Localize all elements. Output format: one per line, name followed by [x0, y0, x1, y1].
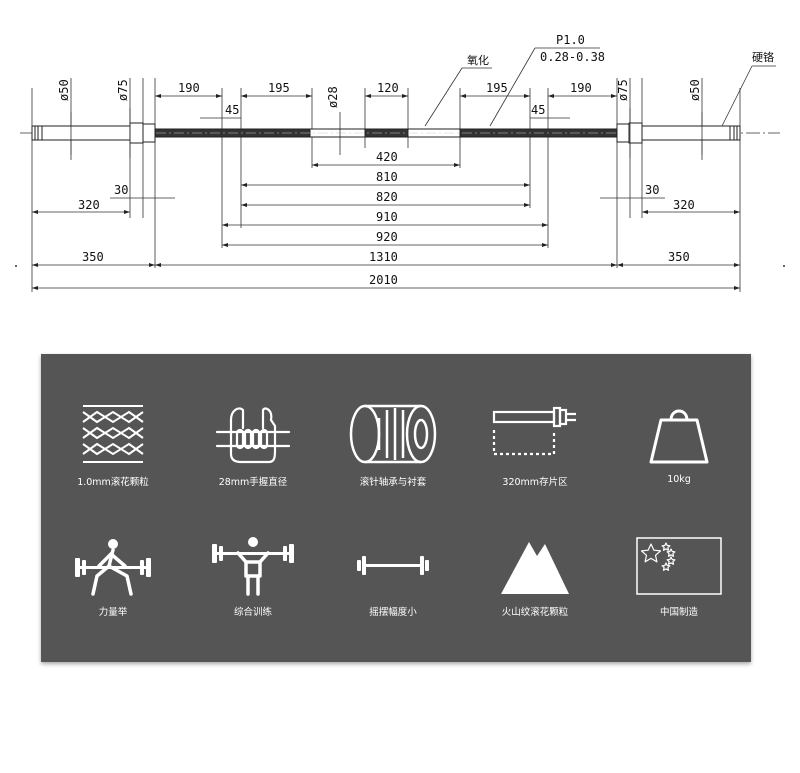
features-panel: 1.0mm滚花颗粒 28mm手握直径 — [41, 354, 751, 662]
feature-label-powerlifting: 力量举 — [98, 607, 128, 618]
dia-50-right: ø50 — [688, 79, 702, 101]
feature-label-sleeve: 320mm存片区 — [502, 477, 568, 488]
dim-30-left: 30 — [114, 183, 128, 197]
feature-label-knurl: 1.0mm滚花颗粒 — [77, 477, 149, 488]
leader-lines — [424, 47, 776, 127]
note-hard-chrome: 硬铬 — [752, 50, 774, 64]
sleeve-icon — [492, 406, 576, 456]
dimension-labels: 190 195 120 195 190 45 45 420 810 820 91… — [57, 33, 774, 287]
whip-icon — [357, 556, 429, 575]
extension-lines — [31, 78, 741, 292]
dim-810: 810 — [376, 170, 398, 184]
dia-28: ø28 — [326, 86, 340, 108]
feature-label-volcano: 火山纹滚花颗粒 — [501, 607, 569, 618]
dim-350-left: 350 — [82, 250, 104, 264]
dim-910: 910 — [376, 210, 398, 224]
barbell-technical-drawing: 190 195 120 195 190 45 45 420 810 820 91… — [15, 33, 785, 292]
feature-label-china: 中国制造 — [659, 607, 698, 618]
feature-whip: 摇摆幅度小 — [323, 536, 463, 618]
dim-120: 120 — [377, 81, 399, 95]
feature-sleeve: 320mm存片区 — [465, 402, 605, 488]
dim-190-right: 190 — [570, 81, 592, 95]
feature-knurl: 1.0mm滚花颗粒 — [43, 402, 183, 488]
grip-icon — [215, 407, 291, 464]
dim-195-left: 195 — [268, 81, 290, 95]
note-plating: 0.28-0.38 — [540, 50, 605, 64]
note-fillet: P1.0 — [556, 33, 585, 47]
dim-45-right: 45 — [531, 103, 545, 117]
dia-75-right: ø75 — [616, 79, 630, 101]
dia-75-left: ø75 — [116, 79, 130, 101]
note-oxidation: 氧化 — [467, 53, 489, 67]
dim-920: 920 — [376, 230, 398, 244]
dimension-lines — [32, 95, 740, 289]
dim-820: 820 — [376, 190, 398, 204]
feature-training: 综合训练 — [183, 536, 323, 618]
dim-45-left: 45 — [225, 103, 239, 117]
bearing-icon — [349, 404, 437, 464]
dim-195-right: 195 — [486, 81, 508, 95]
feature-label-grip: 28mm手握直径 — [218, 477, 288, 488]
feature-china: 中国制造 — [609, 536, 749, 618]
powerlifting-icon — [75, 539, 151, 596]
feature-label-weight: 10kg — [667, 474, 691, 485]
training-icon — [212, 537, 294, 596]
knurl-icon — [82, 405, 144, 463]
dim-320-left: 320 — [78, 198, 100, 212]
feature-label-training: 综合训练 — [233, 607, 272, 618]
arrowheads — [32, 94, 740, 290]
diameter-lines — [70, 108, 703, 158]
feature-label-whip: 摇摆幅度小 — [369, 607, 417, 618]
dim-190-left: 190 — [178, 81, 200, 95]
dim-1310: 1310 — [369, 250, 398, 264]
dim-350-right: 350 — [668, 250, 690, 264]
china-flag-icon — [636, 537, 722, 595]
barbell-body — [20, 122, 780, 144]
feature-bearing: 滚针轴承与衬套 — [323, 402, 463, 488]
feature-powerlifting: 力量举 — [43, 536, 183, 618]
dim-30-right: 30 — [645, 183, 659, 197]
feature-grip: 28mm手握直径 — [183, 402, 323, 488]
feature-weight: 10kg — [609, 402, 749, 485]
feature-volcano: 火山纹滚花颗粒 — [465, 536, 605, 618]
dim-2010: 2010 — [369, 273, 398, 287]
dia-50-left: ø50 — [57, 79, 71, 101]
dim-320-right: 320 — [673, 198, 695, 212]
feature-label-bearing: 滚针轴承与衬套 — [359, 477, 427, 488]
dim-420: 420 — [376, 150, 398, 164]
volcano-icon — [501, 542, 569, 594]
weight-icon — [649, 409, 709, 464]
